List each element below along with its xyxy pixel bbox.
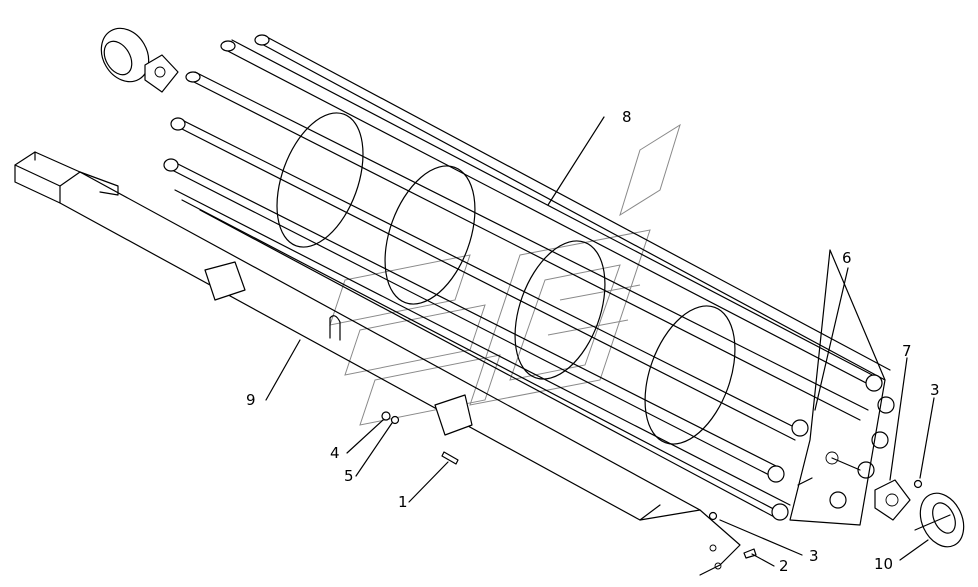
callout-labels: 8 6 7 3 9 4 5 1 3 2 10 [246, 108, 940, 575]
bearing-flange [874, 479, 911, 521]
shaft-pin [797, 477, 813, 486]
label-7: 7 [902, 342, 912, 360]
label-1: 1 [398, 493, 408, 511]
label-9: 8 [622, 108, 632, 126]
hardware-group [381, 411, 757, 559]
leader-lines [265, 116, 935, 567]
label-6: 6 [842, 249, 852, 267]
watermark-logo [329, 123, 681, 426]
label-3a: 3 [809, 547, 819, 565]
frame-beam [14, 151, 741, 576]
bearing-cap-top-left [100, 27, 179, 93]
label-3b: 3 [930, 381, 940, 399]
label-2: 2 [779, 557, 789, 575]
nut-right [913, 479, 923, 489]
label-10: 10 [874, 555, 893, 573]
roller-cage [163, 34, 895, 526]
end-wheel [914, 492, 965, 548]
label-5: 5 [344, 467, 354, 485]
label-8: 9 [246, 391, 256, 409]
label-4: 4 [330, 444, 340, 462]
